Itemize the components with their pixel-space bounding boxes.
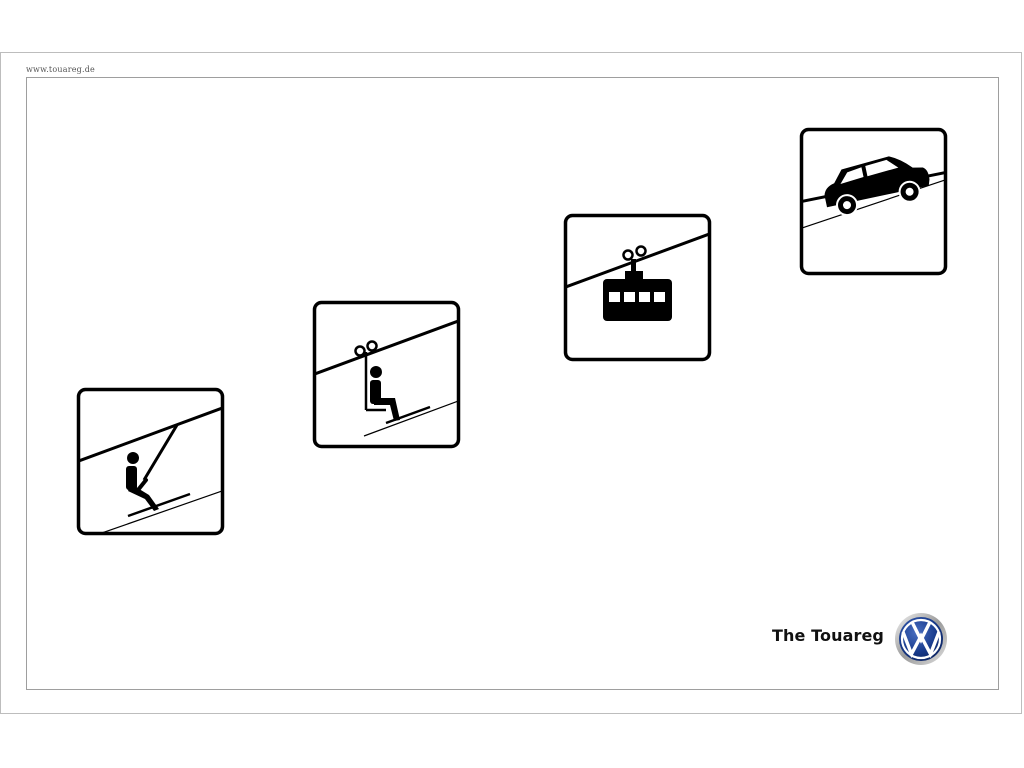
outer-frame: [0, 52, 1022, 714]
chairlift-icon: [312, 300, 461, 449]
t-bar-lift-icon: [76, 387, 225, 536]
gondola-icon: [563, 213, 712, 362]
model-name: The Touareg: [772, 626, 884, 645]
suv-on-slope-icon: [799, 127, 948, 276]
vw-logo[interactable]: [894, 612, 948, 666]
inner-frame: [26, 77, 999, 690]
website-url[interactable]: www.touareg.de: [26, 65, 95, 74]
